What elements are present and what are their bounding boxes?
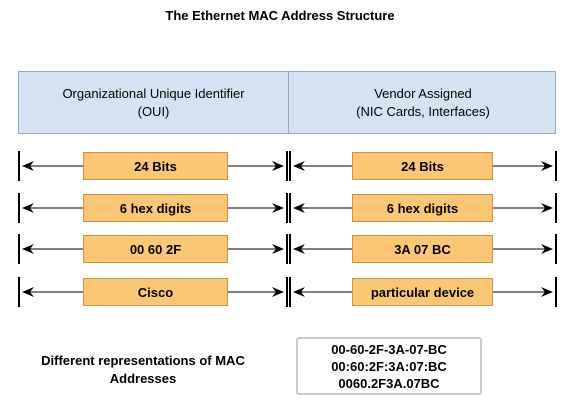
representations-caption-line1: Different representations of MAC	[41, 353, 245, 368]
mac-format-hyphen: 00-60-2F-3A-07-BC	[331, 341, 447, 357]
mac-format-dot: 0060.2F3A.07BC	[338, 375, 440, 391]
oui-value-label: 00 60 2F	[83, 235, 228, 263]
vendor-header-title: Vendor Assigned	[374, 85, 472, 101]
oui-header-subtitle: (OUI)	[137, 103, 170, 119]
oui-hex-digits-label: 6 hex digits	[83, 194, 228, 222]
oui-owner-label: Cisco	[83, 278, 228, 306]
mac-formats-box: 00-60-2F-3A-07-BC 00:60:2F:3A:07:BC 0060…	[296, 337, 482, 395]
representations-caption: Different representations of MAC Address…	[18, 352, 268, 388]
vendor-bits-label: 24 Bits	[352, 152, 493, 180]
mac-format-colon: 00:60:2F:3A:07:BC	[331, 358, 447, 374]
vendor-header-subtitle: (NIC Cards, Interfaces)	[356, 103, 490, 119]
oui-header-title: Organizational Unique Identifier	[62, 85, 245, 101]
oui-bits-label: 24 Bits	[83, 152, 228, 180]
mac-address-header: Organizational Unique Identifier (OUI) V…	[18, 71, 556, 134]
header-divider	[288, 72, 289, 133]
diagram-title: The Ethernet MAC Address Structure	[165, 8, 395, 23]
representations-caption-line2: Addresses	[109, 371, 177, 386]
vendor-value-label: 3A 07 BC	[352, 235, 493, 263]
vendor-header-cell: Vendor Assigned (NIC Cards, Interfaces)	[289, 72, 557, 133]
oui-header-cell: Organizational Unique Identifier (OUI)	[19, 72, 288, 133]
vendor-owner-label: particular device	[352, 278, 493, 306]
vendor-hex-digits-label: 6 hex digits	[352, 194, 493, 222]
